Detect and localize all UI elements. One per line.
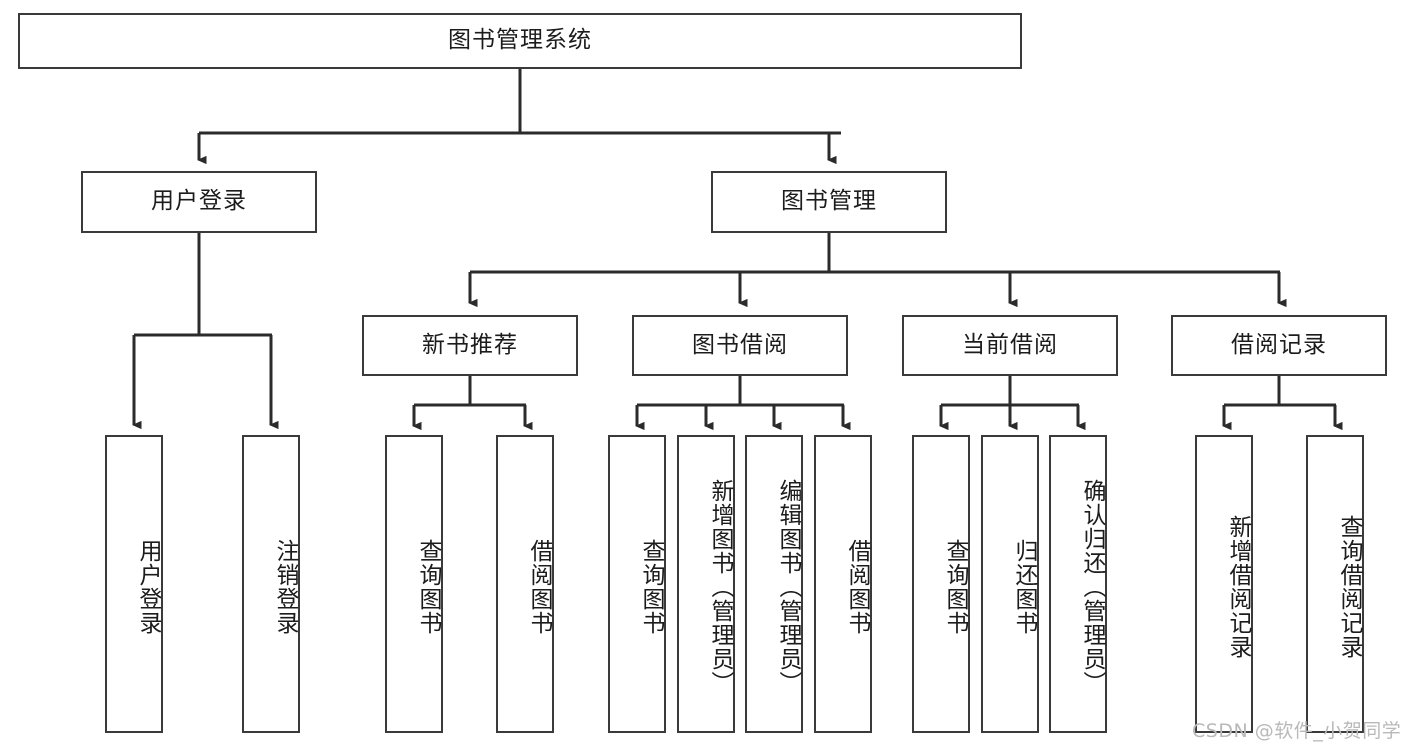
node-book-borrow-label: 图书借阅 [692,331,788,358]
node-leaf-borrow-book-2-label: 借阅图书 [844,539,870,635]
node-leaf-edit-book[interactable]: 编辑图书（管理员） [745,435,803,733]
node-leaf-borrow-book-2[interactable]: 借阅图书 [814,435,872,733]
node-book-manage-label: 图书管理 [781,188,877,215]
node-leaf-edit-book-label: 编辑图书（管理员） [775,479,801,695]
node-leaf-add-book-label: 新增图书（管理员） [707,479,733,695]
node-leaf-query-record[interactable]: 查询借阅记录 [1306,435,1364,733]
node-leaf-return-book[interactable]: 归还图书 [981,435,1039,733]
node-leaf-query-book-1-label: 查询图书 [415,539,441,635]
node-leaf-query-book-2[interactable]: 查询图书 [608,435,666,733]
node-leaf-user-login[interactable]: 用户登录 [105,435,163,733]
node-leaf-query-book-1[interactable]: 查询图书 [385,435,443,733]
node-user-login-label: 用户登录 [151,188,247,215]
node-leaf-return-book-label: 归还图书 [1011,539,1037,635]
node-leaf-confirm-return[interactable]: 确认归还（管理员） [1049,435,1107,733]
node-current-borrow-label: 当前借阅 [962,331,1058,358]
node-leaf-borrow-book-1[interactable]: 借阅图书 [496,435,554,733]
node-root-label: 图书管理系统 [448,27,592,54]
node-root[interactable]: 图书管理系统 [18,13,1022,69]
node-user-login[interactable]: 用户登录 [81,171,317,233]
node-book-manage[interactable]: 图书管理 [711,171,947,233]
node-leaf-add-book[interactable]: 新增图书（管理员） [677,435,735,733]
node-leaf-query-book-2-label: 查询图书 [638,539,664,635]
node-new-book-rec-label: 新书推荐 [422,331,518,358]
node-leaf-query-book-3[interactable]: 查询图书 [912,435,970,733]
node-leaf-query-record-label: 查询借阅记录 [1336,515,1362,659]
node-book-borrow[interactable]: 图书借阅 [632,315,848,376]
node-borrow-record-label: 借阅记录 [1231,331,1327,358]
node-leaf-add-record-label: 新增借阅记录 [1225,515,1251,659]
node-current-borrow[interactable]: 当前借阅 [902,315,1118,376]
node-leaf-confirm-return-label: 确认归还（管理员） [1079,479,1105,695]
node-leaf-logout-label: 注销登录 [272,539,298,635]
node-borrow-record[interactable]: 借阅记录 [1171,315,1387,376]
node-leaf-add-record[interactable]: 新增借阅记录 [1195,435,1253,733]
node-leaf-user-login-label: 用户登录 [135,539,161,635]
node-leaf-borrow-book-1-label: 借阅图书 [526,539,552,635]
csdn-watermark: CSDN @软件_小贺同学 [1192,720,1402,742]
node-new-book-rec[interactable]: 新书推荐 [362,315,578,376]
node-leaf-query-book-3-label: 查询图书 [942,539,968,635]
node-leaf-logout[interactable]: 注销登录 [242,435,300,733]
